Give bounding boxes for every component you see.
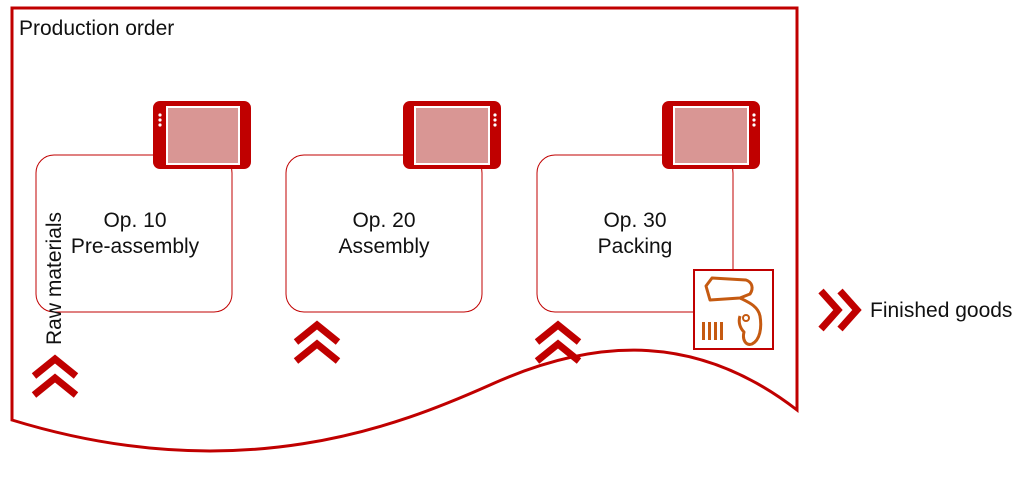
finished-goods-label: Finished goods	[870, 299, 1012, 322]
tablet-icon	[403, 101, 501, 169]
double-chevron-up-icon	[293, 320, 341, 364]
operation-box-10	[35, 154, 233, 313]
barcode-scanner-icon	[693, 269, 774, 350]
operation-box-20	[285, 154, 483, 313]
production-order-frame	[10, 6, 799, 453]
tablet-icon	[662, 101, 760, 169]
double-chevron-right-icon	[818, 288, 862, 332]
operation-name-20: Assembly	[338, 235, 430, 258]
operation-box-30	[536, 154, 734, 313]
operation-number-20: Op. 20	[352, 209, 415, 232]
operation-number-10: Op. 10	[103, 209, 166, 232]
production-order-title: Production order	[19, 17, 174, 40]
tablet-icon	[153, 101, 251, 169]
operation-name-30: Packing	[598, 235, 673, 258]
double-chevron-up-icon	[31, 354, 79, 398]
operation-number-30: Op. 30	[603, 209, 666, 232]
double-chevron-up-icon	[534, 320, 582, 364]
raw-materials-label: Raw materials	[43, 212, 66, 345]
operation-name-10: Pre-assembly	[71, 235, 200, 258]
